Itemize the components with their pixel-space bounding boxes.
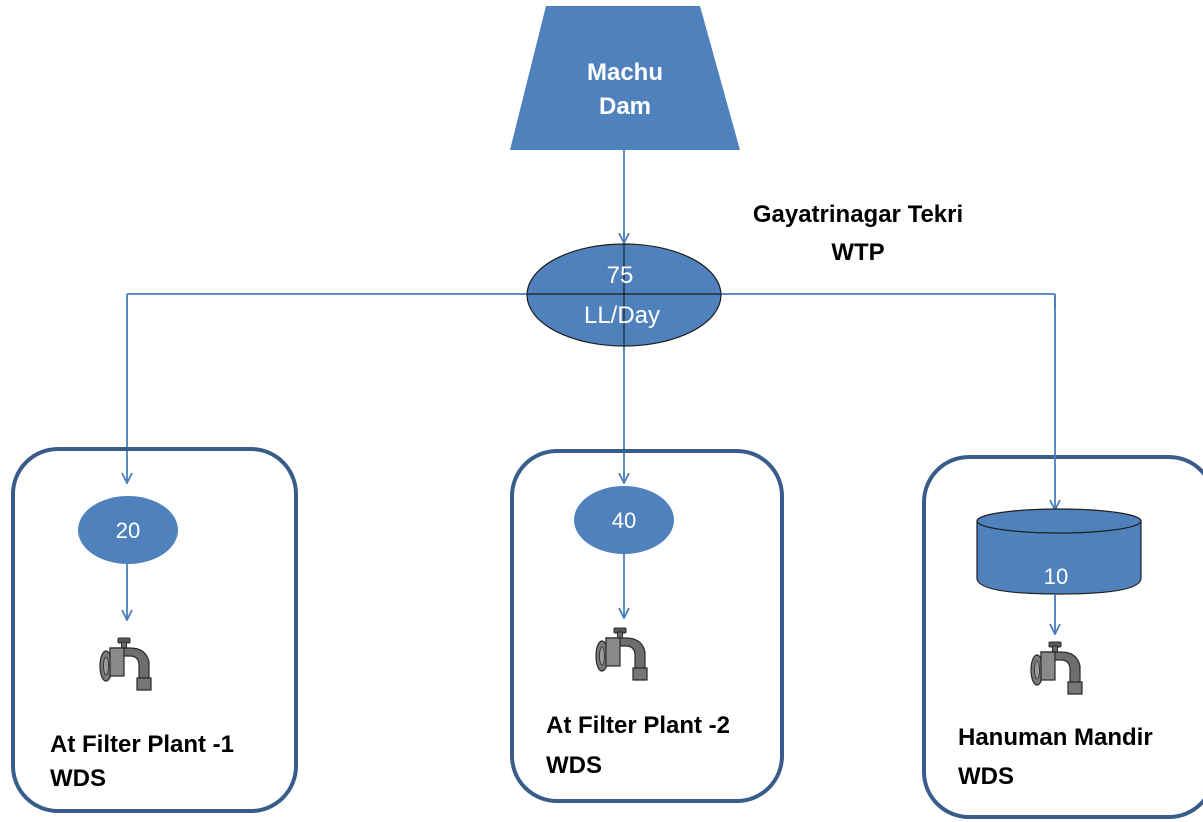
destination-filter-plant-1: 20 At Filter Plant -1 WDS: [50, 496, 234, 792]
filter-1-name-line1: At Filter Plant -1: [50, 731, 234, 758]
dam-label-line2: Dam: [599, 93, 651, 120]
source-dam: Machu Dam: [510, 6, 740, 150]
filter-2-name-line2: WDS: [546, 752, 602, 779]
hanuman-name-line2: WDS: [958, 763, 1014, 790]
hanuman-capacity-value: 10: [1044, 564, 1068, 589]
filter-2-capacity-value: 40: [612, 508, 636, 533]
filter-1-name-line2: WDS: [50, 765, 106, 792]
hanuman-mandir-box: [922, 455, 1203, 819]
plant-capacity-unit: LL/Day: [584, 302, 660, 329]
destination-filter-plant-2: 40 At Filter Plant -2 WDS: [546, 486, 730, 779]
filter-1-capacity-value: 20: [116, 518, 140, 543]
filter-1-capacity-ellipse: [78, 496, 178, 564]
water-tap-icon: [595, 627, 648, 681]
filter-plant-2-box: [510, 449, 784, 803]
water-tap-icon: [1030, 641, 1083, 695]
filter-plant-1-box: [11, 447, 298, 813]
hanuman-name-line1: Hanuman Mandir: [958, 724, 1153, 751]
plant-name-line2: WTP: [831, 239, 884, 266]
plant-name-line1: Gayatrinagar Tekri: [753, 201, 963, 228]
water-tap-icon: [99, 637, 152, 691]
plant-capacity-value: 75: [607, 262, 634, 289]
filter-2-name-line1: At Filter Plant -2: [546, 712, 730, 739]
filter-2-capacity-ellipse: [574, 486, 674, 554]
destination-hanuman-mandir: 10 Hanuman Mandir WDS: [958, 508, 1153, 790]
hanuman-storage-cylinder: [976, 508, 1142, 595]
plant-capacity-node: 75 LL/Day: [526, 243, 722, 347]
dam-shape: [510, 6, 740, 150]
dam-label-line1: Machu: [587, 59, 663, 86]
